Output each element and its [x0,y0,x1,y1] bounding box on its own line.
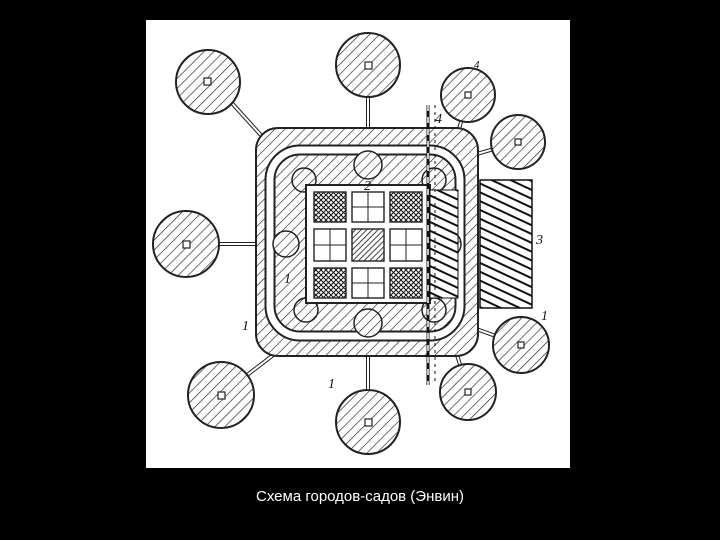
label-1-bottom: 1 [328,377,335,392]
label-1-left: 1 [242,319,249,334]
label-2: 2 [364,179,371,194]
label-1-inner: 1 [284,272,291,287]
label-1-right: 1 [541,309,548,324]
railway [426,105,436,385]
label-3: 3 [535,233,543,248]
garden-city-diagram: 1 1 1 1 2 3 4 4 [146,20,570,468]
label-4-top: 4 [474,59,480,71]
caption: Схема городов-садов (Энвин) [256,488,464,505]
label-4: 4 [435,112,442,127]
industrial-zone [479,179,533,309]
